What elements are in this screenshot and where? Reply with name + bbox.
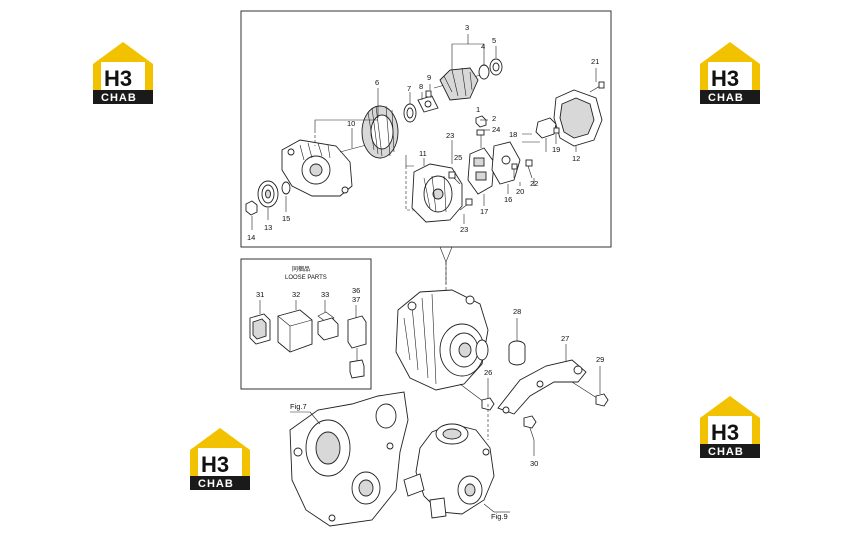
logo-mark: H3 [711, 420, 739, 445]
callout-16: 16 [504, 195, 512, 204]
callout-24: 24 [492, 125, 500, 134]
screw [511, 163, 518, 178]
callout-37: 37 [352, 295, 360, 304]
alternator-assembly [395, 289, 489, 391]
rectifier [491, 141, 521, 185]
callout-30: 30 [530, 459, 538, 468]
stator [361, 105, 399, 159]
bolt [525, 159, 533, 179]
rear-cover [553, 89, 603, 147]
screw [553, 127, 560, 134]
connector [249, 313, 271, 345]
loose-parts-panel: 同梱品 LOOSE PARTS 31 32 33 36 37 [240, 258, 372, 390]
callout-9: 9 [427, 73, 431, 82]
mounting-bolt [459, 383, 495, 411]
nut [245, 200, 258, 216]
callout-27: 27 [561, 334, 569, 343]
bracket-bolt [523, 415, 537, 441]
exploded-view-frame [240, 10, 612, 248]
terminal-nut [475, 115, 487, 148]
callout-25: 25 [454, 153, 462, 162]
bearing [403, 103, 417, 123]
logo-bottom-right: H3 CHAB [700, 396, 760, 458]
callout-22: 22 [530, 179, 538, 188]
terminal-block [535, 117, 557, 152]
callout-1: 1 [476, 105, 480, 114]
front-housing [281, 139, 353, 197]
logo-wordmark: CHAB [198, 478, 234, 490]
logo-mark: H3 [104, 66, 132, 91]
callout-20: 20 [516, 187, 524, 196]
alternator-exploded-view: 3 4 5 6 7 8 9 10 11 12 13 14 15 16 17 18… [240, 10, 612, 284]
logo-bottom-left: H3 CHAB [190, 428, 250, 490]
callout-4: 4 [481, 42, 485, 51]
alternator-bracket [497, 359, 587, 415]
callout-17: 17 [480, 207, 488, 216]
callout-3: 3 [465, 23, 469, 32]
logo-wordmark: CHAB [708, 92, 744, 104]
callout-5: 5 [492, 36, 496, 45]
rear-bearing [478, 58, 503, 80]
callout-8: 8 [419, 82, 423, 91]
callout-15: 15 [282, 214, 290, 223]
logo-wordmark: CHAB [101, 92, 137, 104]
callout-12: 12 [572, 154, 580, 163]
screw [425, 90, 432, 98]
relay [277, 309, 313, 353]
callout-2: 2 [492, 114, 496, 123]
bolt [589, 81, 605, 93]
bolt [448, 171, 461, 185]
callout-10: 10 [347, 119, 355, 128]
callout-13: 13 [264, 223, 272, 232]
callout-6: 6 [375, 78, 379, 87]
gear-case-cover [289, 391, 409, 527]
loose-parts-title-jp: 同梱品 [292, 265, 310, 273]
figure-ref-fig7: Fig.7 [290, 402, 307, 411]
logo-top-right: H3 CHAB [700, 42, 760, 104]
callout-23: 23 [446, 131, 454, 140]
callout-23: 23 [460, 225, 468, 234]
water-pump [403, 423, 495, 519]
callout-31: 31 [256, 290, 264, 299]
callout-26: 26 [484, 368, 492, 377]
callout-18: 18 [509, 130, 517, 139]
leader-lines [251, 34, 597, 230]
rotor [433, 67, 485, 101]
callout-33: 33 [321, 290, 329, 299]
logo-mark: H3 [711, 66, 739, 91]
logo-top-left: H3 CHAB [93, 42, 153, 104]
bracket-bolt [571, 381, 609, 407]
bolt [459, 198, 473, 211]
logo-mark: H3 [201, 452, 229, 477]
callout-21: 21 [591, 57, 599, 66]
brush-holder [467, 147, 495, 195]
frame-pointer [439, 246, 453, 263]
rear-housing [411, 163, 463, 223]
spacer [281, 181, 291, 195]
callout-28: 28 [513, 307, 521, 316]
clip [317, 311, 339, 341]
retainer-plate [417, 95, 439, 113]
callout-36: 36 [352, 286, 360, 295]
spacer-sleeve [508, 340, 526, 366]
callout-7: 7 [407, 84, 411, 93]
callout-29: 29 [596, 355, 604, 364]
harness-plug [347, 315, 367, 379]
loose-parts-title-en: LOOSE PARTS [285, 275, 327, 281]
callout-14: 14 [247, 233, 255, 242]
callout-11: 11 [419, 149, 427, 158]
pulley [257, 180, 279, 208]
callout-19: 19 [552, 145, 560, 154]
callout-32: 32 [292, 290, 300, 299]
figure-ref-fig9: Fig.9 [491, 512, 508, 521]
loose-parts-frame [240, 258, 372, 390]
logo-wordmark: CHAB [708, 446, 744, 458]
